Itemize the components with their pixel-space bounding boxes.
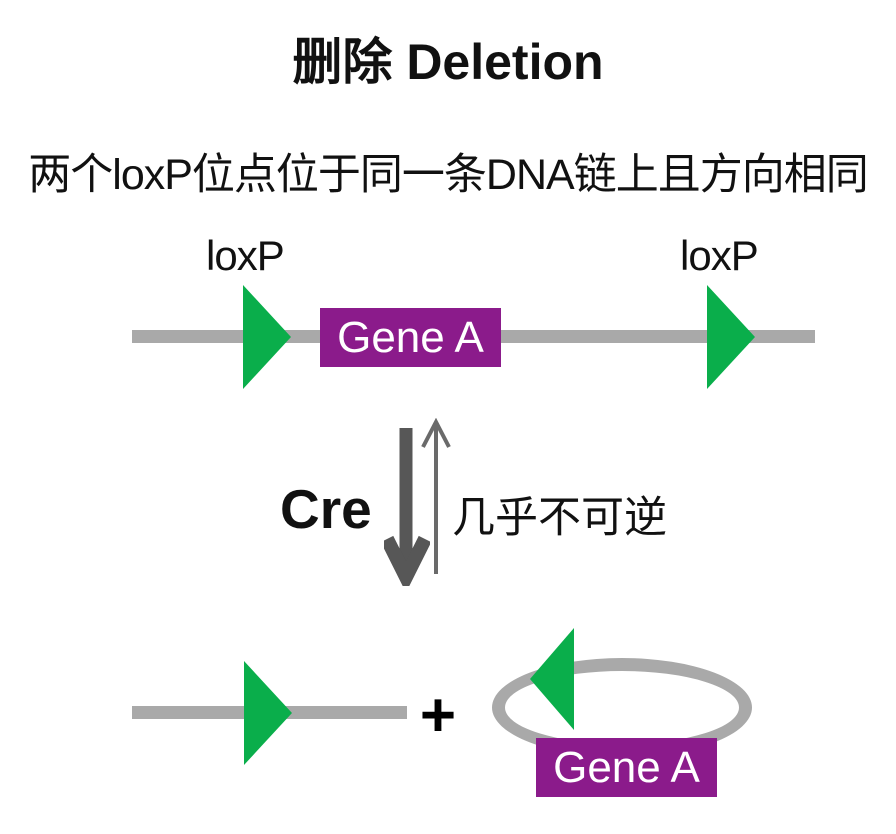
plus-sign: + — [419, 681, 457, 750]
loxp-site-circle-icon — [530, 628, 574, 730]
cre-enzyme-label: Cre — [280, 478, 372, 540]
loxp-site-right-icon — [707, 285, 755, 389]
loxp-label-right: loxP — [680, 232, 759, 279]
page-subtitle: 两个loxP位点位于同一条DNA链上且方向相同 — [28, 151, 868, 199]
page-title: 删除 Deletion — [292, 34, 604, 90]
reverse-up-arrow-icon — [421, 418, 451, 574]
irreversible-note: 几乎不可逆 — [452, 494, 667, 542]
loxp-site-left-icon — [243, 285, 291, 389]
loxp-label-left: loxP — [206, 232, 285, 279]
cre-down-arrow-icon — [384, 428, 430, 586]
gene-a-box-top: Gene A — [320, 308, 501, 367]
loxp-site-product-icon — [244, 661, 292, 765]
gene-a-box-circle: Gene A — [536, 738, 717, 797]
